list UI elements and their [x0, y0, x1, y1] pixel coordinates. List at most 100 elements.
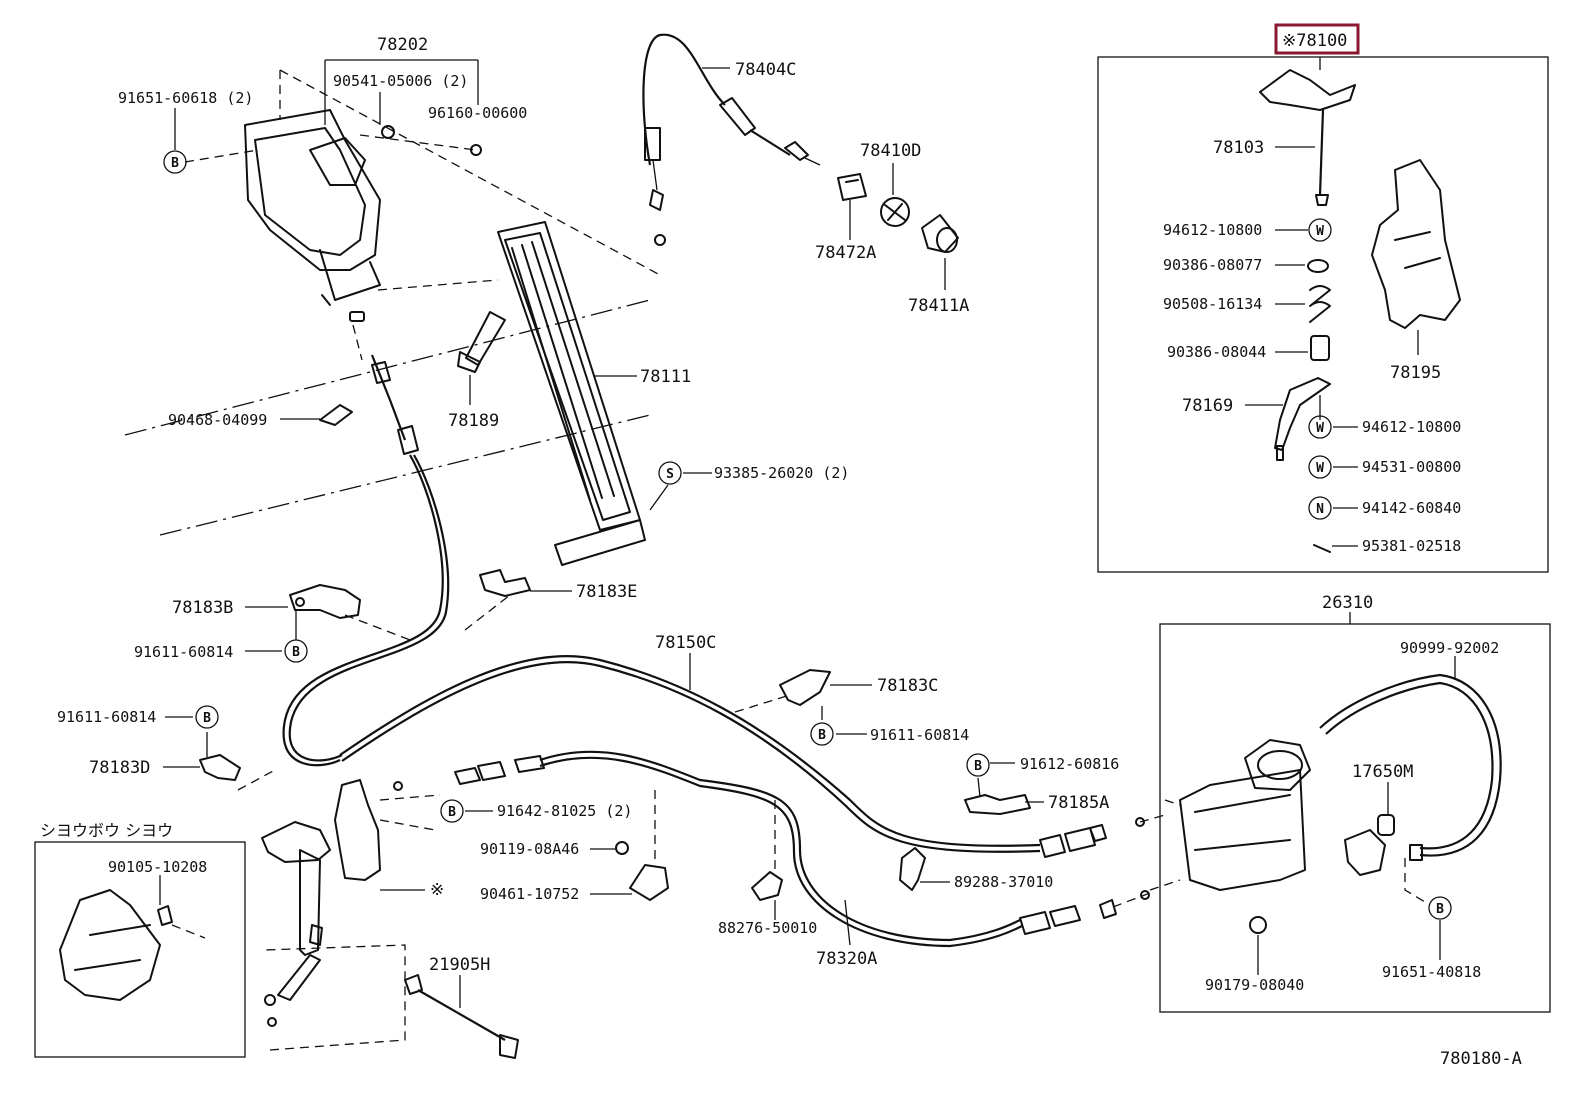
label-91651-60618: 91651-60618 (2): [118, 89, 253, 107]
svg-text:B: B: [448, 805, 456, 820]
label-78169: 78169: [1182, 396, 1233, 416]
highlight-box-78100: [1274, 23, 1360, 55]
bolt-symbol: B: [163, 150, 187, 174]
nut-symbol: N: [1308, 496, 1332, 520]
label-78189: 78189: [448, 411, 499, 431]
bracket-78183C: [779, 669, 831, 706]
label-90999-92002: 90999-92002: [1400, 639, 1499, 657]
label-94612-10800-a: 94612-10800: [1163, 221, 1262, 239]
label-90386-08077: 90386-08077: [1163, 256, 1262, 274]
label-78183E: 78183E: [576, 582, 637, 602]
bracket-78183E: [479, 569, 531, 597]
svg-text:S: S: [666, 467, 674, 482]
label-78202: 78202: [377, 35, 428, 55]
svg-text:B: B: [171, 156, 179, 171]
label-leaders: [159, 57, 1456, 1008]
label-94531-00800: 94531-00800: [1362, 458, 1461, 476]
bolt-symbol: B: [810, 722, 834, 746]
link-lever-assembly: [261, 779, 381, 1027]
dashed-leaders: [171, 69, 1431, 1051]
label-90105-10208: 90105-10208: [108, 858, 207, 876]
label-26310: 26310: [1322, 593, 1373, 613]
svg-text:B: B: [974, 759, 982, 774]
inset-78100-parts: [1259, 69, 1461, 553]
clamp-90461: [615, 841, 669, 901]
cable-78404C: [642, 33, 821, 246]
label-21905H: 21905H: [429, 955, 490, 975]
label-90119-08A46: 90119-08A46: [480, 840, 579, 858]
label-78183D: 78183D: [89, 758, 150, 778]
svg-text:W: W: [1316, 421, 1324, 436]
clamp-89288: [899, 847, 926, 891]
bolt-symbol: B: [966, 753, 990, 777]
clip-90468: [319, 404, 353, 426]
label-89288-37010: 89288-37010: [954, 873, 1053, 891]
label-94142-60840: 94142-60840: [1362, 499, 1461, 517]
label-88276-50010: 88276-50010: [718, 919, 817, 937]
label-78100-highlighted: ※78100: [1282, 31, 1347, 51]
label-78103: 78103: [1213, 138, 1264, 158]
washer-symbol: W: [1308, 415, 1332, 439]
label-91651-40818: 91651-40818: [1382, 963, 1481, 981]
label-78183C: 78183C: [877, 676, 938, 696]
part-labels: 78202 91651-60618 (2) 90541-05006 (2) 96…: [40, 31, 1522, 1069]
svg-text:B: B: [818, 728, 826, 743]
bracket-78183D: [199, 754, 241, 781]
label-78404C: 78404C: [735, 60, 796, 80]
label-90508-16134: 90508-16134: [1163, 295, 1262, 313]
label-96160-00600: 96160-00600: [428, 104, 527, 122]
cable-78320A: [393, 750, 1150, 948]
washer-symbol: W: [1308, 455, 1332, 479]
svg-text:B: B: [203, 711, 211, 726]
label-78111: 78111: [640, 367, 691, 387]
label-93385-26020: 93385-26020 (2): [714, 464, 849, 482]
svg-text:B: B: [292, 645, 300, 660]
label-91612-60816: 91612-60816: [1020, 755, 1119, 773]
label-90461-10752: 90461-10752: [480, 885, 579, 903]
label-78195: 78195: [1390, 363, 1441, 383]
label-90541-05006: 90541-05006 (2): [333, 72, 468, 90]
svg-text:W: W: [1316, 461, 1324, 476]
label-90179-08040: 90179-08040: [1205, 976, 1304, 994]
alt-spec-label: シヨウボウ シヨウ: [40, 821, 173, 840]
bolt-symbol: B: [1428, 896, 1452, 920]
inset-78100-box: [1097, 56, 1549, 573]
label-90468-04099: 90468-04099: [168, 411, 267, 429]
diagram-code: 780180-A: [1440, 1049, 1522, 1069]
inset-alt-spec-parts: [59, 889, 173, 1001]
svg-text:B: B: [1436, 902, 1444, 917]
label-78410D: 78410D: [860, 141, 921, 161]
label-78150C: 78150C: [655, 633, 716, 653]
stopper-78189: [457, 311, 506, 373]
label-78183B: 78183B: [172, 598, 233, 618]
pedal-bracket-78202: [244, 109, 482, 322]
inset-26310-parts: [1179, 673, 1502, 934]
label-78185A: 78185A: [1048, 793, 1109, 813]
bracket-78185A: [964, 794, 1031, 815]
screw-symbol: S: [658, 461, 682, 485]
label-78320A: 78320A: [816, 949, 877, 969]
label-78411A: 78411A: [908, 296, 969, 316]
asterisk-mark: ※: [430, 880, 444, 900]
svg-text:N: N: [1316, 502, 1324, 517]
label-91611-60814-b: 91611-60814: [870, 726, 969, 744]
label-95381-02518: 95381-02518: [1362, 537, 1461, 555]
clamp-88276: [751, 871, 783, 901]
bolt-symbol: B: [440, 799, 464, 823]
label-91611-60814-c: 91611-60814: [57, 708, 156, 726]
bracket-78183B: [289, 584, 361, 619]
inset-26310-box: [1159, 623, 1551, 1013]
label-17650M: 17650M: [1352, 762, 1413, 782]
accelerator-pedal-78111: [497, 221, 646, 566]
washer-symbol: W: [1308, 218, 1332, 242]
bushing-parts: [837, 173, 959, 253]
svg-text:W: W: [1316, 224, 1324, 239]
label-94612-10800-b: 94612-10800: [1362, 418, 1461, 436]
label-78472A: 78472A: [815, 243, 876, 263]
symbol-circles: B S B B B B B W W W N B: [163, 150, 1452, 920]
label-90386-08044: 90386-08044: [1167, 343, 1266, 361]
rod-21905H: [404, 974, 519, 1059]
bolt-symbol: B: [284, 639, 308, 663]
